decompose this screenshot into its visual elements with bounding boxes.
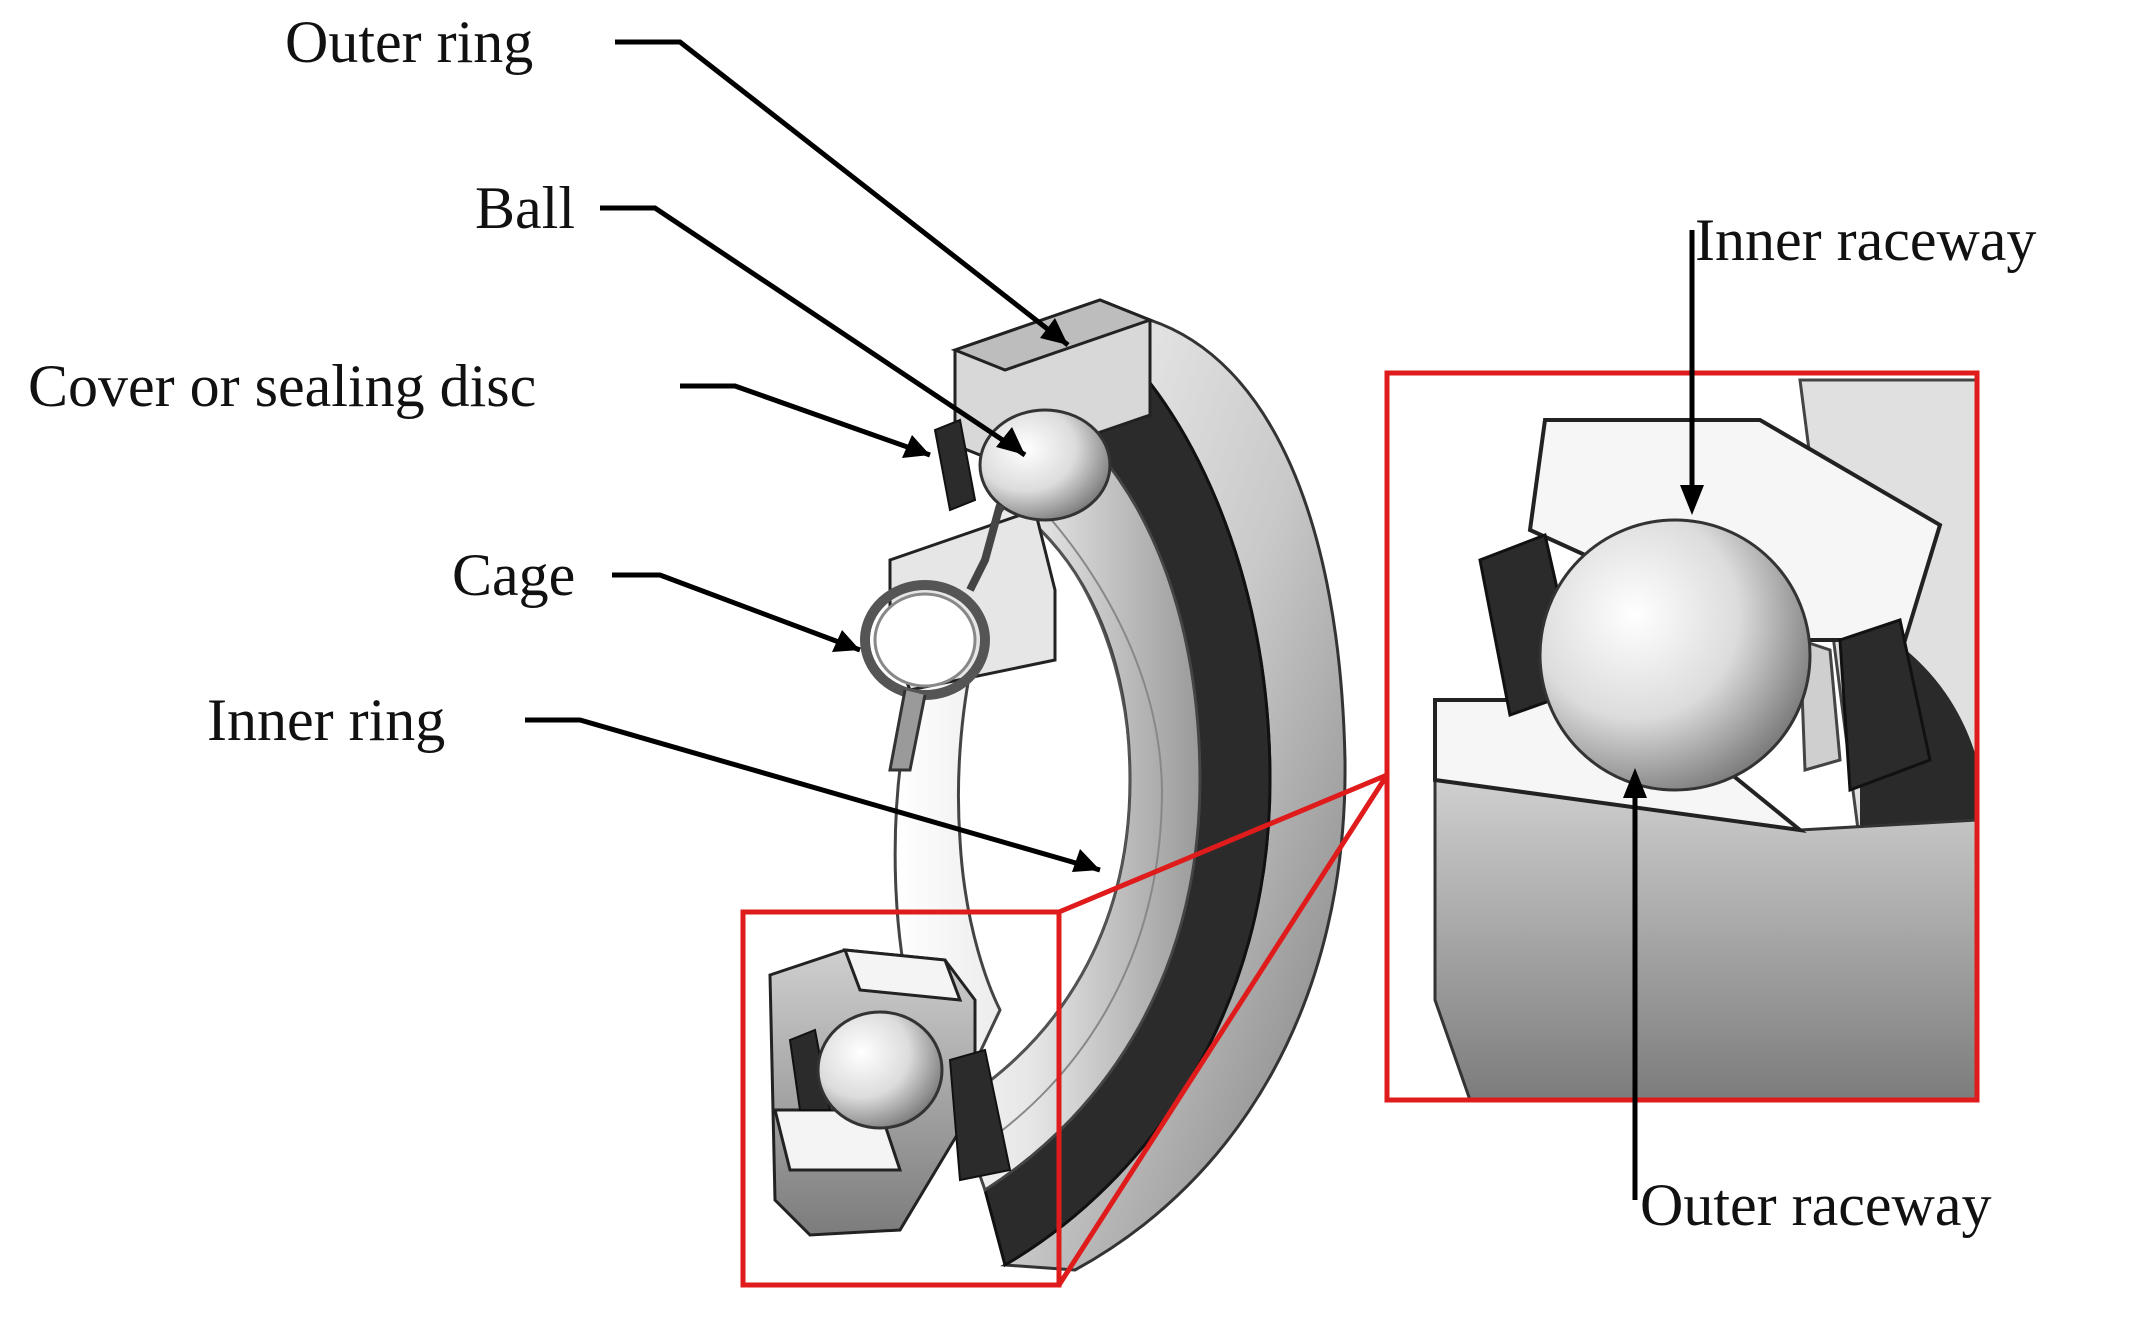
ball-zoom — [1538, 518, 1812, 792]
highlight-box-small — [740, 909, 1062, 1288]
bottom-section — [768, 948, 1012, 1237]
bearing-main — [768, 298, 1347, 1272]
ball-bottom — [816, 1010, 944, 1130]
label-inner-raceway: Inner raceway — [1695, 207, 2036, 273]
ball-top — [978, 408, 1112, 522]
label-outer-raceway: Outer raceway — [1640, 1172, 1991, 1238]
label-cover: Cover or sealing disc — [28, 353, 536, 419]
cage-shape — [860, 503, 1004, 772]
zoom-connector-top — [1058, 772, 1388, 915]
label-inner-ring: Inner ring — [207, 687, 445, 753]
zoom-detail — [1387, 373, 1977, 1100]
highlight-box-zoom — [1384, 370, 1980, 1103]
label-outer-ring: Outer ring — [285, 9, 533, 75]
label-ball: Ball — [475, 175, 575, 241]
zoom-connector-bottom — [1056, 773, 1390, 1287]
label-cage: Cage — [452, 542, 575, 608]
leaders — [525, 39, 1704, 1200]
